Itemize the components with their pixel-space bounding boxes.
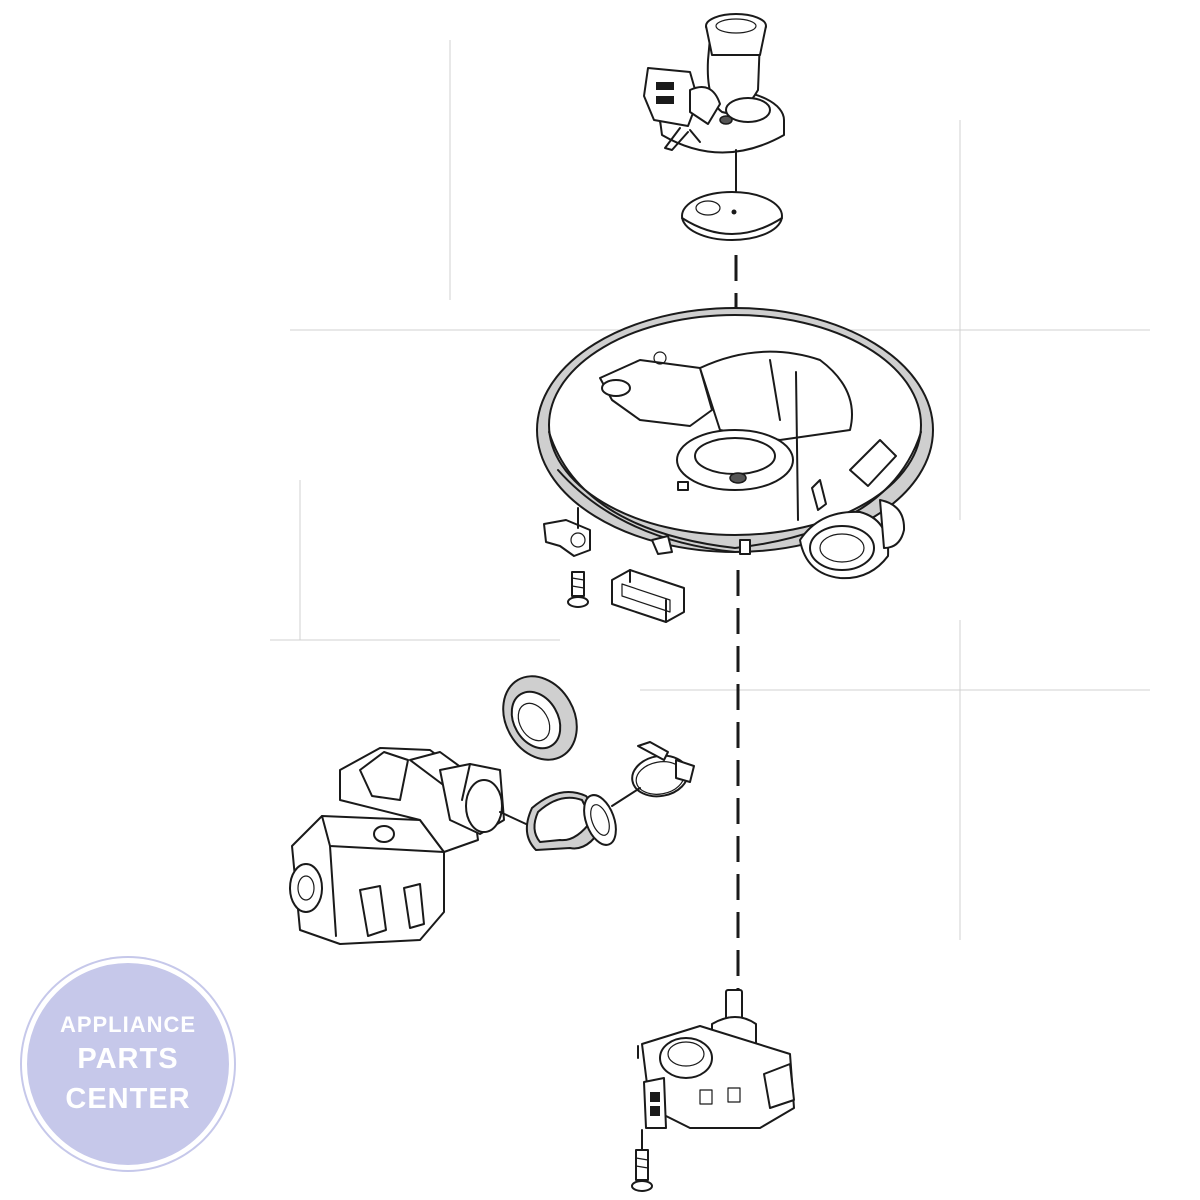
diverter-screw bbox=[631, 1129, 653, 1192]
watermark-logo: APPLIANCE PARTS CENTER bbox=[22, 958, 234, 1170]
watermark-line-2: PARTS bbox=[77, 1043, 179, 1076]
watermark-line-1: APPLIANCE bbox=[59, 1012, 197, 1037]
pump-seal bbox=[502, 675, 578, 761]
circulation-pump bbox=[289, 747, 527, 945]
diverter-motor bbox=[637, 989, 795, 1129]
guide-lines bbox=[270, 40, 1150, 940]
sump-screw bbox=[567, 571, 589, 608]
sump-cover-assembly bbox=[643, 13, 785, 211]
filter-disc bbox=[681, 191, 783, 241]
grommet bbox=[611, 569, 685, 623]
watermark-line-3: CENTER bbox=[65, 1082, 191, 1115]
sump-housing bbox=[536, 307, 934, 580]
sump-bracket bbox=[543, 507, 591, 557]
elbow-hose bbox=[525, 787, 641, 851]
hose-clamp bbox=[631, 741, 695, 798]
